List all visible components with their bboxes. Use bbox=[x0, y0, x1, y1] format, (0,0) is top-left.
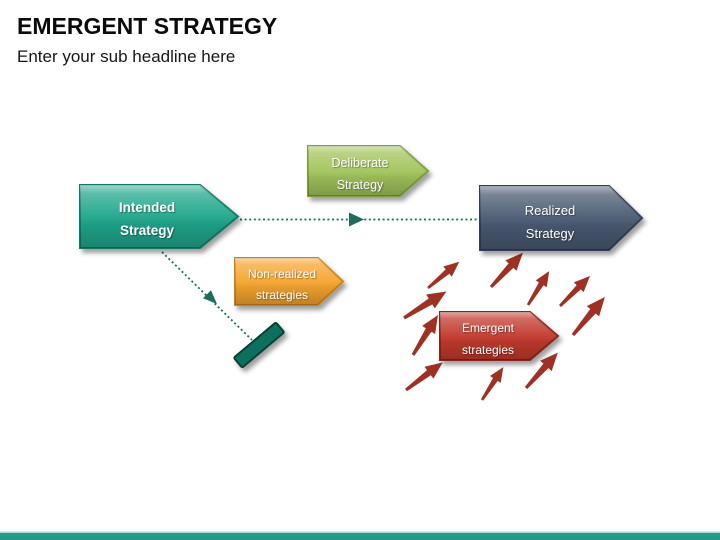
realized-strategy-label-line2: Strategy bbox=[526, 226, 575, 241]
shape-nonrealized-strategies[interactable]: Non-realized strategies bbox=[234, 257, 345, 306]
footer-accent-bar bbox=[0, 531, 720, 540]
block-bar-icon bbox=[233, 321, 285, 369]
shape-gloss bbox=[480, 186, 642, 250]
nonrealized-strategies-label-line1: Non-realized bbox=[248, 267, 316, 281]
block-bar bbox=[233, 321, 285, 369]
intended-strategy-label-line2: Strategy bbox=[120, 223, 175, 238]
up-right-arrow-icon bbox=[566, 291, 612, 341]
arrowhead-right-icon bbox=[349, 212, 364, 227]
emergent-strategies-label-line1: Emergent bbox=[462, 321, 515, 335]
shape-gloss bbox=[308, 146, 428, 196]
shape-deliberate-strategy[interactable]: Deliberate Strategy bbox=[307, 145, 430, 197]
connector-deliberate-path bbox=[240, 212, 478, 227]
emergent-strategies-label-line2: strategies bbox=[462, 343, 514, 357]
footer-accent-fill bbox=[0, 533, 720, 540]
shape-gloss bbox=[235, 258, 343, 305]
deliberate-strategy-label-line1: Deliberate bbox=[332, 156, 389, 170]
up-right-arrow-icon bbox=[522, 267, 555, 309]
shape-emergent-strategies[interactable]: Emergent strategies bbox=[439, 311, 560, 361]
up-right-arrow-icon bbox=[485, 247, 529, 293]
page-title: EMERGENT STRATEGY bbox=[17, 13, 278, 39]
shape-realized-strategy[interactable]: Realized Strategy bbox=[479, 185, 644, 251]
intended-strategy-label-line1: Intended bbox=[119, 200, 175, 215]
footer-accent-edge bbox=[0, 531, 720, 533]
up-right-arrow-icon bbox=[423, 256, 464, 294]
page-subtitle: Enter your sub headline here bbox=[17, 47, 236, 66]
shape-intended-strategy[interactable]: Intended Strategy bbox=[79, 184, 240, 249]
deliberate-strategy-label-line2: Strategy bbox=[337, 178, 384, 192]
nonrealized-strategies-label-line2: strategies bbox=[256, 288, 308, 302]
realized-strategy-label-line1: Realized bbox=[525, 203, 576, 218]
arrowhead-down-right-icon bbox=[203, 290, 217, 304]
connector-nonrealized-path bbox=[161, 251, 253, 341]
up-right-arrow-icon bbox=[555, 271, 595, 311]
up-right-arrow-icon bbox=[401, 356, 448, 396]
shape-gloss bbox=[440, 312, 558, 360]
up-right-arrow-icon bbox=[406, 310, 445, 360]
up-right-arrow-icon bbox=[476, 363, 509, 404]
shape-gloss bbox=[80, 185, 238, 248]
